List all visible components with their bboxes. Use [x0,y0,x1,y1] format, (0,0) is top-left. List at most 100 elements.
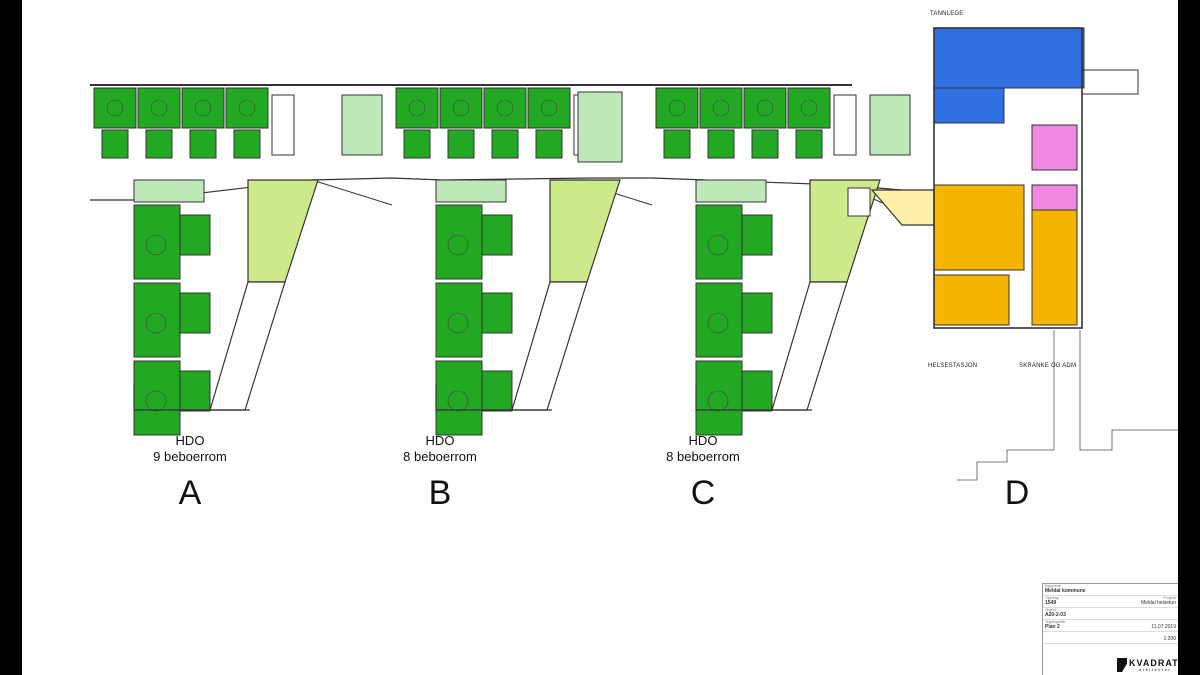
open-terrace-b [511,281,588,411]
tb-project-no: 1549 [1045,600,1057,606]
turning-circle-a-4 [238,99,256,117]
wing-d-annex [1081,69,1139,95]
bathroom-col-b-1 [481,214,513,256]
wing-c-letter: C [690,474,716,512]
floor-plan [90,27,1178,481]
orange-zone-helsestasjon [933,184,1025,271]
wing-label-d: D [987,465,1047,513]
turning-circle-col-b-1 [447,234,469,256]
bathroom-top-b-4 [535,129,563,159]
open-terrace-c [771,281,848,411]
tb-brand: KVADRAT [1129,658,1178,668]
tb-drawing-label: Tegningstittel [1045,620,1066,624]
kvadrat-logo-icon [1117,658,1127,672]
bathroom-col-b-2 [481,292,513,334]
resident-room-col-c-1 [695,204,743,280]
wing-b-rooms: 8 beboerrom [403,449,477,464]
turning-circle-col-b-3 [447,390,469,412]
site-steps [957,330,1055,481]
bathroom-top-b-1 [403,129,431,159]
wing-bottom-wall-a [133,385,250,411]
bathroom-top-b-2 [447,129,475,159]
wing-bottom-wall-b [435,385,552,411]
bathroom-top-c-3 [751,129,779,159]
bathroom-col-a-3 [179,370,211,412]
resident-room-top-b-2 [439,87,483,129]
open-terrace-a [209,281,286,411]
resident-room-top-c-2 [699,87,743,129]
resident-room-top-a-1 [93,87,137,129]
bathroom-col-c-2 [741,292,773,334]
yellow-waiting-area [870,189,935,226]
tb-row-client: Byggherre Meldal kommune [1043,584,1178,596]
pink-room-small [1031,184,1078,211]
bathroom-top-a-2 [145,129,173,159]
resident-room-col-c-3 [695,360,743,436]
dental-zone-mid [933,87,1005,124]
tb-scale: 1:200 [1163,636,1176,642]
wing-d-outline [933,27,1083,329]
turning-circle-c-1 [668,99,686,117]
bathroom-top-a-4 [233,129,261,159]
bathroom-top-c-2 [707,129,735,159]
tb-drawing-no-label: Tegn.nr. [1045,608,1058,612]
bathroom-top-a-3 [189,129,217,159]
orange-zone-lower [933,274,1010,326]
resident-room-top-b-3 [483,87,527,129]
wing-d-letter: D [1004,474,1030,512]
site-edge [1079,330,1178,451]
resident-room-col-b-1 [435,204,483,280]
common-area-a [247,179,319,283]
resident-room-col-a-3 [133,360,181,436]
drawing-sheet: TANNLEGE HELSESTASJON SKRANKE OG ADM HDO… [22,0,1178,675]
bathroom-top-c-1 [663,129,691,159]
tb-brand-sub: arkitekter [1139,667,1172,672]
tb-row-drawing: Tegningstittel Plan 2 11.07.2019 [1043,620,1178,632]
tb-drawing-no: A20-2-03 [1045,612,1066,618]
service-room-c [695,179,767,203]
bathroom-col-c-3 [741,370,773,412]
resident-room-top-c-4 [787,87,831,129]
service-room-a [133,179,205,203]
resident-room-top-c-3 [743,87,787,129]
stair-c [833,94,857,156]
meeting-room-b [577,91,623,163]
tb-project: Meldal helsetun [1140,600,1176,606]
dental-zone-top [933,27,1085,89]
bathroom-col-b-3 [481,370,513,412]
turning-circle-c-2 [712,99,730,117]
turning-circle-c-3 [756,99,774,117]
bathroom-top-c-4 [795,129,823,159]
orange-zone-skranke [1031,209,1078,326]
wing-b-type: HDO [425,433,455,448]
resident-room-col-b-2 [435,282,483,358]
title-block: Byggherre Meldal kommune Oppdrag 1549 Pr… [1042,583,1178,675]
resident-room-col-c-2 [695,282,743,358]
resident-room-col-a-1 [133,204,181,280]
corridor-lower-wall [90,177,933,221]
turning-circle-b-1 [408,99,426,117]
turning-circle-a-1 [106,99,124,117]
turning-circle-col-c-2 [707,312,729,334]
resident-room-top-b-4 [527,87,571,129]
turning-circle-col-b-2 [447,312,469,334]
common-area-b [549,179,621,283]
elevator-cd [847,187,871,217]
wing-label-a: HDO 9 beboerrom A [140,433,240,513]
dept-label-helsestasjon: HELSESTASJON [928,363,978,369]
tb-row-project: Oppdrag 1549 Prosjekt Meldal helsetun [1043,596,1178,608]
wing-c-type: HDO [688,433,718,448]
turning-circle-col-c-1 [707,234,729,256]
wing-bottom-wall-c [695,385,812,411]
tb-client: Meldal kommune [1045,588,1086,594]
dept-label-skranke: SKRANKE OG ADM [1019,363,1077,369]
dept-label-tannlege: TANNLEGE [930,11,964,17]
pink-rooms [1031,124,1078,171]
turning-circle-b-4 [540,99,558,117]
turning-circle-col-a-2 [145,312,167,334]
turning-circle-c-4 [800,99,818,117]
tb-date: 11.07.2019 [1151,624,1176,630]
bathroom-col-c-1 [741,214,773,256]
wing-label-b: HDO 8 beboerrom B [390,433,490,513]
wing-a-rooms: 9 beboerrom [153,449,227,464]
